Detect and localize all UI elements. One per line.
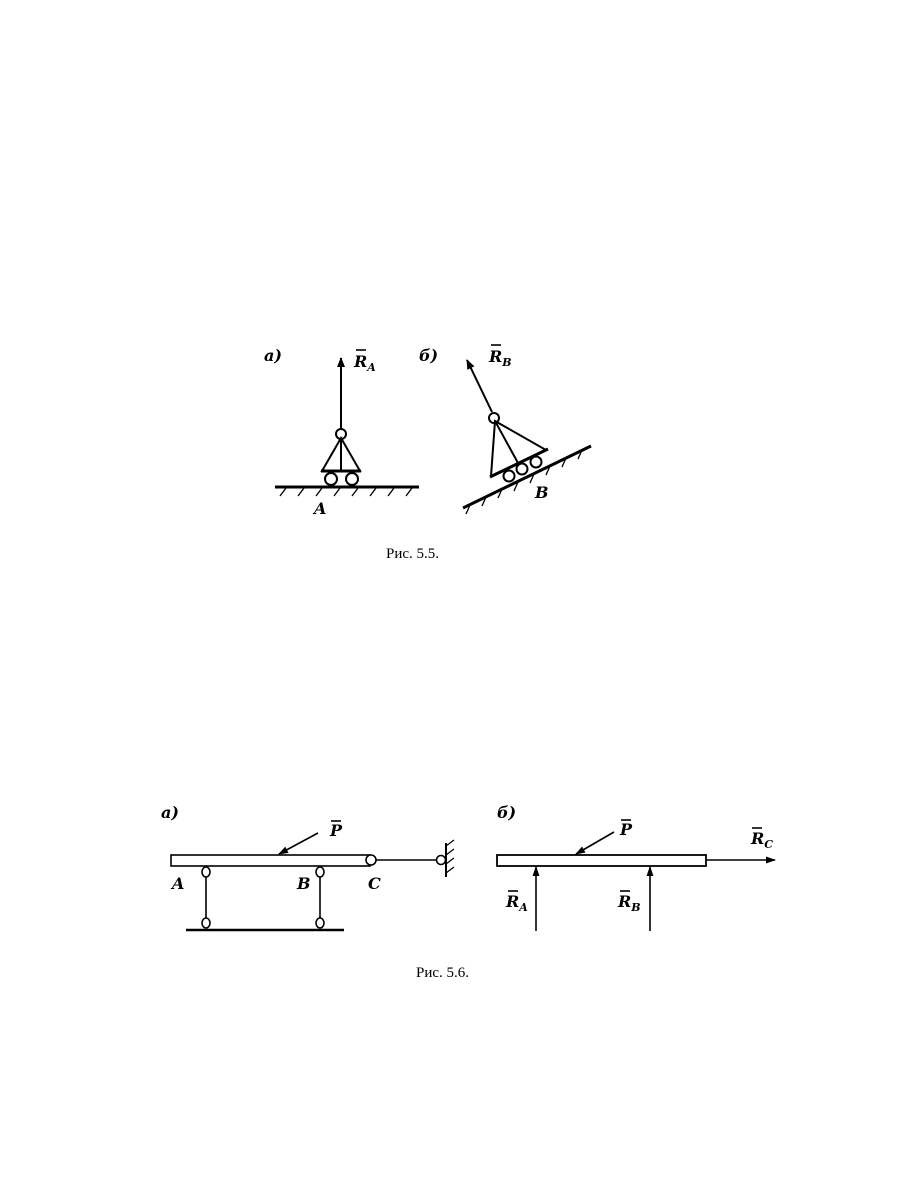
fig56-b-beam [496,854,707,867]
fig56-a-wall-hinge [435,854,447,866]
fig56-a-point-a: A [170,874,184,893]
fig56-panel-b-tag: б) [497,803,516,822]
fig55-caption: Рис. 5.5. [386,546,439,562]
fig56-a-wall-hatch [445,839,455,874]
fig55-b-point-label: B [534,483,549,502]
fig55-b-reaction-arrow [466,359,493,413]
fig55-panel-b-tag: б) [419,346,438,365]
figure-5-5: а) RA A б) [264,344,592,562]
figure-5-6: а) P A B C [161,803,776,981]
fig56-a-load-arrow [278,832,319,855]
fig56-b-rc-label: RC [750,829,773,851]
fig55-b-ground-hatch [465,449,583,515]
fig55-panel-a: а) RA A [264,346,419,518]
fig56-panel-a-tag: а) [161,803,179,822]
fig56-panel-a: а) P A B C [161,803,455,932]
fig55-a-ground-hatch [279,487,413,497]
fig55-panel-b: б) RB B [419,344,592,515]
fig56-b-ra-label: RA [505,892,528,914]
fig56-b-load-label: P [619,820,633,839]
fig55-a-support [320,428,362,486]
fig55-b-force-label: RB [488,347,512,369]
fig56-a-load-label: P [329,821,343,840]
fig55-a-force-label: RA [353,352,376,374]
fig56-a-point-c: C [368,874,381,893]
fig56-b-load-arrow [575,831,615,855]
fig55-panel-a-tag: а) [264,346,282,365]
fig56-a-link-b [315,866,325,929]
fig56-b-rb-label: RB [617,892,641,914]
fig55-a-point-label: A [312,499,326,518]
fig56-panel-b: б) P RC RA RB [496,803,776,931]
fig56-caption: Рис. 5.6. [416,965,469,981]
fig56-a-hinge-c [365,854,377,866]
fig56-a-beam [170,854,371,867]
fig55-b-ground [462,444,592,510]
fig55-b-support [488,412,549,483]
fig56-a-link-a [201,866,211,929]
fig56-a-point-b: B [296,874,311,893]
